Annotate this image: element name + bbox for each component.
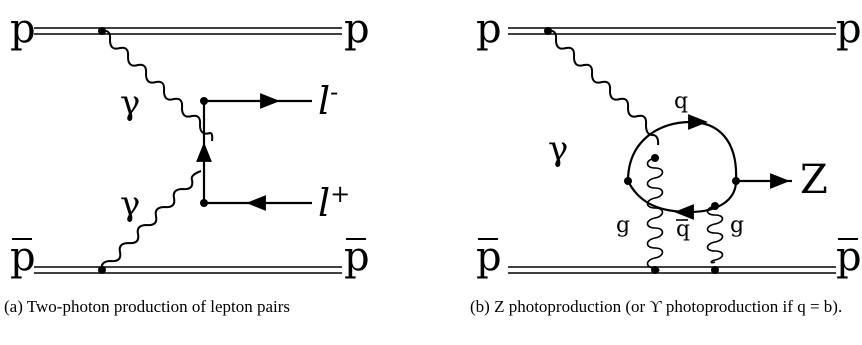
vertex-photon-quark <box>624 177 632 185</box>
photon-bottom-label: γ <box>120 184 140 224</box>
proton-top-right-label: p <box>836 6 862 52</box>
photon-top-label: γ <box>120 83 140 123</box>
photon-bottom-line <box>100 170 202 271</box>
vertex-bottom-proton <box>98 266 106 274</box>
proton-top-right-label: p <box>344 6 370 52</box>
gluon-left-label: g <box>616 213 630 238</box>
antiquark-label: q <box>676 217 690 242</box>
proton-top-line <box>508 27 836 35</box>
vertex-top-proton <box>98 27 106 35</box>
vertex-gluon-right-bottom <box>711 266 719 274</box>
proton-top-left-label: p <box>10 6 36 52</box>
gluon-right-label: g <box>730 213 744 238</box>
vertex-top-proton <box>544 27 552 35</box>
caption-b: (b) Z photoproduction (or ϒ photoproduct… <box>470 297 843 316</box>
caption-a: (a) Two-photon production of lepton pair… <box>4 297 291 316</box>
photon-line <box>547 29 660 146</box>
vertex-z <box>732 177 740 185</box>
antiproton-bottom-line <box>508 266 836 274</box>
proton-top-line <box>34 27 342 35</box>
gluon-right-line <box>706 205 724 264</box>
antiproton-bottom-line <box>34 266 342 274</box>
photon-top-line <box>101 29 214 142</box>
antiproton-bottom-left-label: p <box>10 234 36 280</box>
quark-loop-bottom <box>627 180 738 214</box>
quark-loop-top <box>626 120 738 182</box>
z-boson-label: Z <box>800 157 828 203</box>
diagram-a: p p p p γ γ l- l+ <box>10 6 370 280</box>
antiproton-bottom-right-label: p <box>344 234 370 280</box>
gluon-left-line <box>646 157 664 272</box>
lepton-plus-label: l+ <box>318 180 350 225</box>
photon-label: γ <box>548 129 568 169</box>
lepton-minus-label: l- <box>318 78 338 123</box>
antiproton-bottom-right-label: p <box>836 234 862 280</box>
proton-top-left-label: p <box>476 6 502 52</box>
antiproton-bottom-left-label: p <box>476 234 502 280</box>
quark-label: q <box>674 89 688 114</box>
diagram-b: p p p p γ q q Z g <box>476 6 862 280</box>
